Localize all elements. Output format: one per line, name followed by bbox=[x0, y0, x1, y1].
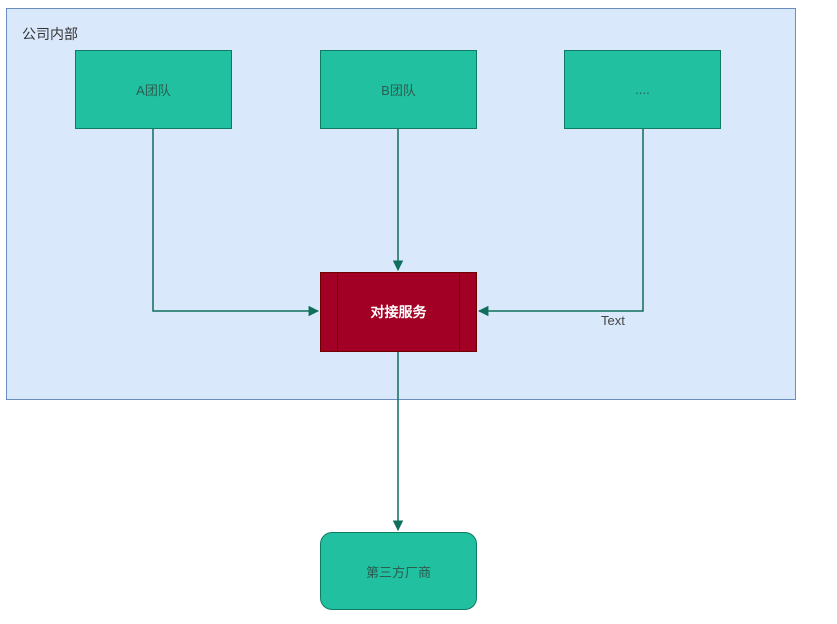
team-a-label: A团队 bbox=[136, 83, 171, 98]
edge-text-label: Text bbox=[601, 313, 625, 328]
team-b-node[interactable]: B团队 bbox=[320, 50, 477, 129]
process-bar-left bbox=[337, 273, 338, 351]
team-more-node[interactable]: .... bbox=[564, 50, 721, 129]
third-party-vendor-label: 第三方厂商 bbox=[365, 564, 431, 580]
third-party-vendor-node[interactable]: 第三方厂商 bbox=[320, 532, 477, 610]
integration-service-node[interactable]: 对接服务 bbox=[320, 272, 477, 352]
team-more-label: .... bbox=[635, 82, 650, 97]
company-internal-label: 公司内部 bbox=[22, 26, 78, 42]
team-b-label: B团队 bbox=[381, 83, 416, 98]
integration-service-label: 对接服务 bbox=[370, 304, 427, 320]
team-a-node[interactable]: A团队 bbox=[75, 50, 232, 129]
process-bar-right bbox=[459, 273, 460, 351]
